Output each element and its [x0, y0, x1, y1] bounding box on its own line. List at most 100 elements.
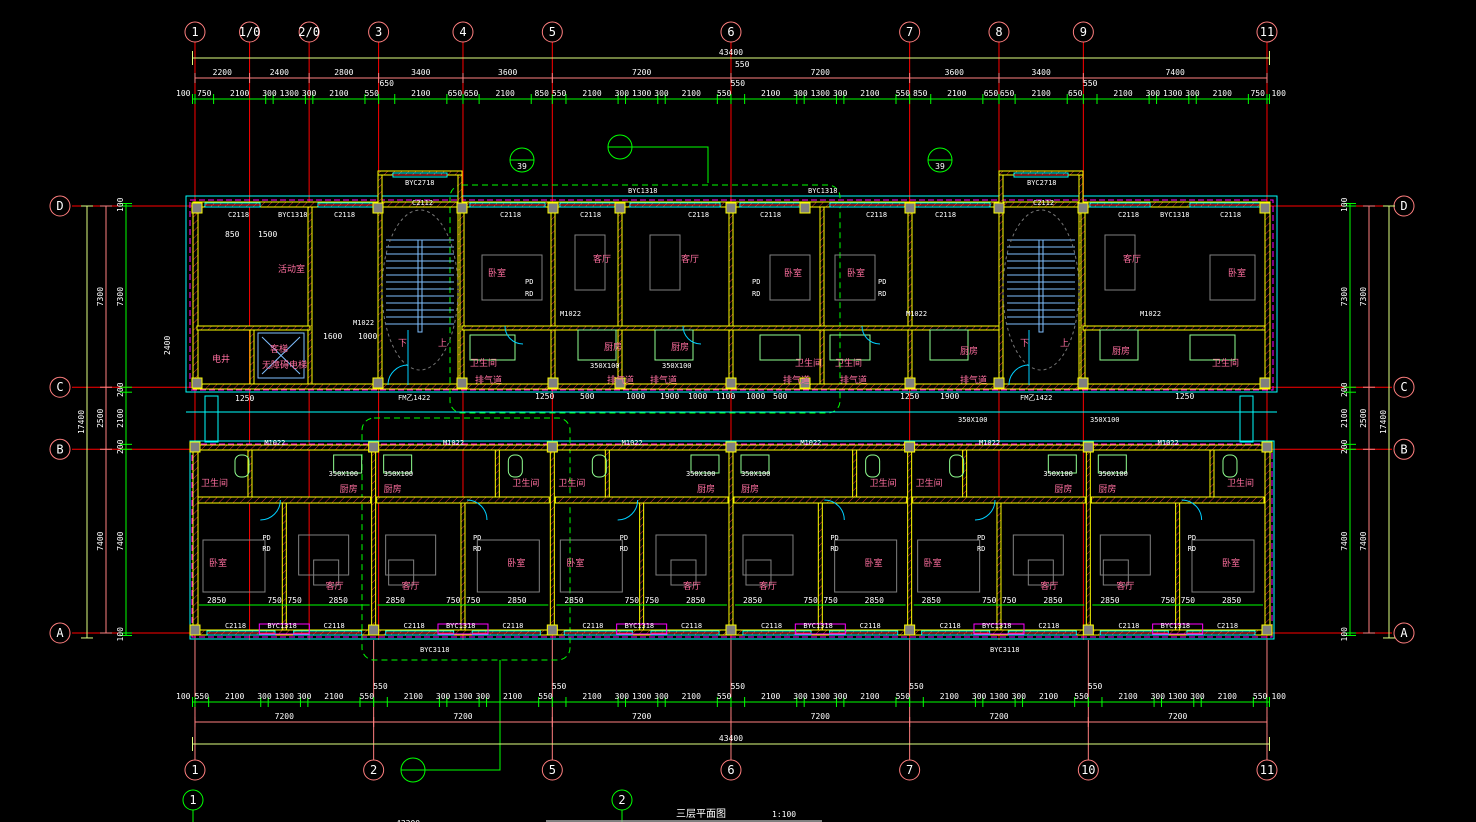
tag-door: M1022 — [979, 439, 1000, 447]
furniture — [559, 539, 623, 593]
drawing-footer: 三层平面图 1:100 43200 — [396, 808, 822, 822]
tag-flue: 350X100 — [686, 470, 716, 478]
wall — [733, 496, 908, 504]
inner-dimension-text: 750 — [1002, 596, 1017, 605]
wall — [549, 449, 555, 631]
dimension-text: 2100 — [324, 692, 343, 701]
tag-pd: PD — [262, 534, 270, 542]
inner-dimension-text: 2850 — [564, 596, 583, 605]
dimension-text: 7300 — [116, 287, 125, 306]
column — [456, 202, 468, 214]
wall — [907, 449, 913, 631]
furniture — [745, 559, 772, 586]
axis-bubble — [1256, 759, 1278, 781]
furniture — [476, 539, 540, 593]
inner-dimension-text: 750 — [287, 596, 302, 605]
room-label-bedroom: 卧室 — [1228, 267, 1246, 279]
bay-window — [437, 623, 489, 635]
column — [372, 377, 384, 389]
axis-label: 5 — [549, 763, 556, 777]
dimension-text: 2200 — [213, 68, 232, 77]
dimension-text: 2800 — [334, 68, 353, 77]
tag-rd: RD — [620, 545, 628, 553]
room-label-down: 下 — [398, 339, 407, 349]
room-label-living: 客厅 — [1116, 580, 1134, 592]
room-label-kitchen: 厨房 — [1054, 483, 1072, 495]
column — [1261, 441, 1273, 453]
door-swing — [1008, 364, 1030, 386]
door-swing — [504, 325, 524, 345]
dimension-text: 850 — [535, 89, 550, 98]
detail-bubble-label: 2 — [618, 793, 625, 807]
room-label-bedroom: 卧室 — [209, 557, 227, 569]
tag-window: C2118 — [1220, 211, 1241, 219]
stair-guide — [381, 209, 459, 371]
axis-label: 6 — [727, 763, 734, 777]
dimension-text: 200 — [116, 382, 125, 397]
room-label-exhaust: 排气道 — [475, 374, 502, 386]
inner-dimension-text: 1250 — [900, 392, 919, 401]
column — [1077, 377, 1089, 389]
tag-rd: RD — [830, 545, 838, 553]
room-label-living: 客厅 — [683, 580, 701, 592]
axis-label: B — [1400, 442, 1407, 456]
column — [993, 202, 1005, 214]
inner-dimension-text: 2850 — [207, 596, 226, 605]
dimension-text: 7200 — [989, 712, 1008, 721]
inner-dimension-text: 2850 — [686, 596, 705, 605]
room-label-up: 上 — [1060, 338, 1069, 349]
dimension-text: 1300 — [632, 89, 651, 98]
axis-label: C — [1400, 380, 1407, 394]
room-label-bedroom: 卧室 — [847, 267, 865, 279]
room-label-living: 客厅 — [759, 580, 777, 592]
wall — [852, 449, 858, 498]
furniture — [388, 559, 415, 586]
furniture — [769, 254, 811, 301]
tag-window: C2118 — [935, 211, 956, 219]
room-label-living: 客厅 — [402, 580, 420, 592]
tag-flue: 350X100 — [329, 470, 359, 478]
dimension-text: 300 — [257, 692, 272, 701]
tag-rd: RD — [977, 545, 985, 553]
dimension-text: 17400 — [77, 410, 86, 434]
axis-bubble — [49, 438, 71, 460]
dimension-text: 100 — [1340, 627, 1349, 642]
dimension-text: 550 — [195, 692, 210, 701]
tag-door: M1022 — [264, 439, 285, 447]
bath-fixture — [759, 334, 801, 361]
column — [1082, 624, 1094, 636]
dimension-text: 7200 — [632, 712, 651, 721]
dimension-text: 550 — [552, 89, 567, 98]
axis-bubble — [184, 21, 206, 43]
column — [904, 624, 916, 636]
dimension-text: 7300 — [1340, 287, 1349, 306]
dimension-text: 550 — [731, 682, 746, 691]
north-outline — [185, 195, 1278, 393]
inner-dimension-text: 1100 — [716, 392, 735, 401]
dimension-text: 300 — [972, 692, 987, 701]
bay-window — [258, 623, 310, 635]
inner-dimension-text: 1250 — [1175, 392, 1194, 401]
inner-dimension-text: 2850 — [329, 596, 348, 605]
axis-bubble — [1072, 21, 1094, 43]
stair-handrail — [1038, 239, 1044, 333]
tag-pd: PD — [830, 534, 838, 542]
axis-bubble — [368, 21, 390, 43]
wall — [459, 206, 465, 385]
inner-dimension-text: 1000 — [746, 392, 765, 401]
room-label-kitchen: 厨房 — [697, 483, 715, 495]
toilet — [234, 454, 250, 478]
dimension-text: 7300 — [1359, 287, 1368, 306]
furniture — [834, 254, 876, 301]
dimension-text: 550 — [365, 89, 380, 98]
inner-dimension-text: 2850 — [743, 596, 762, 605]
tag-flue: 350X100 — [662, 362, 692, 370]
furniture — [1104, 234, 1136, 291]
column — [1077, 202, 1089, 214]
toilet — [949, 454, 965, 478]
index-number: 39 — [517, 162, 527, 171]
wall — [1264, 444, 1271, 636]
room-labels: 活动室电井客梯无障碍电梯卧室客厅客厅卧室卧室客厅卧室厨房厨房厨房厨房卫生间卫生间… — [163, 179, 1263, 654]
inner-dimension-text: 750 — [267, 596, 282, 605]
